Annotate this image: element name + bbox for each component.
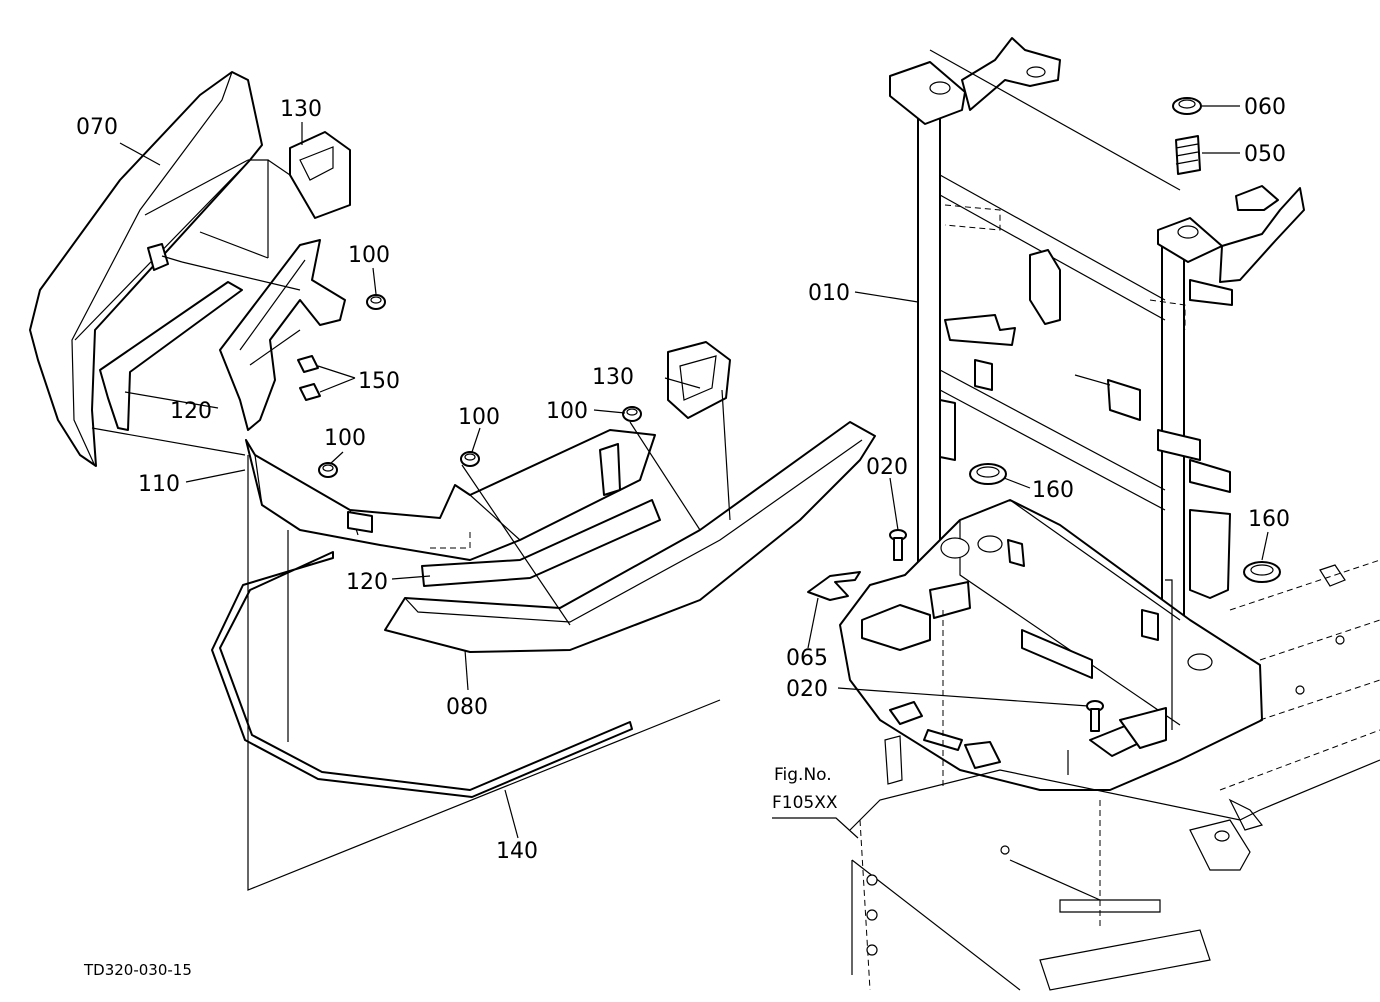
pad-120-mid[interactable] xyxy=(421,499,661,587)
label-100-c: 100 xyxy=(458,405,500,430)
label-100-b: 100 xyxy=(324,426,366,451)
label-080: 080 xyxy=(446,695,488,720)
figure-ref-line1: Fig.No. xyxy=(774,765,832,785)
front-skirt-080[interactable] xyxy=(384,421,876,653)
label-130-mid: 130 xyxy=(592,365,634,390)
label-020-a: 020 xyxy=(866,455,908,480)
front-frame-110[interactable] xyxy=(245,429,656,561)
label-010: 010 xyxy=(808,281,850,306)
label-130-top: 130 xyxy=(280,97,322,122)
grommet-160-b[interactable] xyxy=(1243,561,1281,583)
cap-060[interactable] xyxy=(1172,97,1202,115)
drawing-number: TD320-030-15 xyxy=(83,961,192,979)
clip-nut-100-a[interactable] xyxy=(366,294,386,310)
plate-065[interactable] xyxy=(807,571,861,601)
label-100-a: 100 xyxy=(348,243,390,268)
bracket-110[interactable] xyxy=(219,239,346,431)
pad-130-mid[interactable] xyxy=(667,341,731,419)
label-120-left: 120 xyxy=(170,399,212,424)
clip-nut-100-b[interactable] xyxy=(318,462,338,478)
label-140: 140 xyxy=(496,839,538,864)
clip-150-b[interactable] xyxy=(299,383,321,401)
label-100-d: 100 xyxy=(546,399,588,424)
clip-nut-100-c[interactable] xyxy=(460,451,480,467)
pad-130-top[interactable] xyxy=(289,131,351,219)
label-160-b: 160 xyxy=(1248,507,1290,532)
callout-labels: 070 130 100 150 120 110 100 100 100 130 … xyxy=(76,95,1290,979)
screw-icon xyxy=(147,243,183,271)
bolt-020-a[interactable] xyxy=(889,529,907,561)
figure-ref-line2: F105XX xyxy=(772,793,838,813)
back-panel xyxy=(929,49,1233,599)
side-cover-070[interactable] xyxy=(29,71,263,467)
clip-150-a[interactable] xyxy=(297,355,319,373)
grommet-160-a[interactable] xyxy=(969,463,1007,485)
pad-120-left[interactable] xyxy=(99,281,243,431)
label-070: 070 xyxy=(76,115,118,140)
spring-050[interactable] xyxy=(1175,135,1201,175)
clip-nut-100-d[interactable] xyxy=(622,406,642,422)
label-110: 110 xyxy=(138,472,180,497)
label-060: 060 xyxy=(1244,95,1286,120)
label-050: 050 xyxy=(1244,142,1286,167)
label-120-mid: 120 xyxy=(346,570,388,595)
label-160-a: 160 xyxy=(1032,478,1074,503)
label-150: 150 xyxy=(358,369,400,394)
label-065: 065 xyxy=(786,646,828,671)
rod-140[interactable] xyxy=(211,551,633,798)
base-plate[interactable] xyxy=(839,499,1263,791)
reference-lines-left xyxy=(91,159,731,891)
chassis-reference xyxy=(849,559,1380,991)
label-020-b: 020 xyxy=(786,677,828,702)
leader-lines xyxy=(119,105,1269,839)
